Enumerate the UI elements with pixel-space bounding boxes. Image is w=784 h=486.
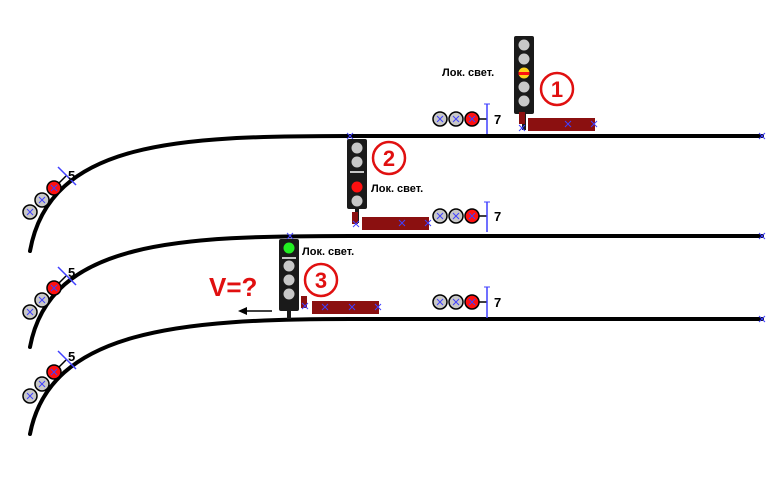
signal-1-lamp-4 <box>518 81 530 93</box>
signal-2-lamp-2 <box>351 156 363 168</box>
signal-1-label: Лок. свет. <box>442 67 494 79</box>
distance-sign-a-value: 7 <box>494 112 501 127</box>
track-middle <box>28 234 764 349</box>
distance-sign-e-value: 5 <box>68 265 75 280</box>
distance-sign-b-value: 7 <box>494 209 501 224</box>
signal-2-callout <box>371 140 407 176</box>
signal-2: Лок. свет. 2 <box>347 139 423 223</box>
signal-1-lamp-1 <box>518 39 530 51</box>
signal-1-callout <box>539 71 575 107</box>
signal-1-lamp-5 <box>518 95 530 107</box>
signal-1-callout-number: 1 <box>551 77 563 102</box>
distance-sign-c: 7 <box>432 286 501 318</box>
signal-1: Лок. свет. 1 <box>442 36 575 130</box>
track-bottom <box>28 317 764 436</box>
distance-sign-d-value: 5 <box>68 168 75 183</box>
signal-2-label: Лок. свет. <box>371 183 423 195</box>
signal-3-callout <box>303 262 339 298</box>
left-arrow-icon <box>238 307 272 315</box>
distance-sign-f: 5 <box>22 349 77 404</box>
distance-sign-c-value: 7 <box>494 295 501 310</box>
signal-3-lamp-2 <box>283 260 295 272</box>
signal-2-callout-number: 2 <box>383 146 395 171</box>
train-1 <box>518 112 598 132</box>
signal-3-label: Лок. свет. <box>302 246 354 258</box>
speed-question-label: V=? <box>209 272 257 302</box>
distance-sign-b: 7 <box>432 201 501 232</box>
signal-3-callout-number: 3 <box>315 268 327 293</box>
distance-sign-d: 5 <box>22 166 77 220</box>
signal-2-lamp-4 <box>351 195 363 207</box>
signal-2-lamp-3 <box>351 181 363 193</box>
signal-3-lamp-1 <box>283 242 295 254</box>
tracks <box>28 134 764 436</box>
train-3 <box>301 296 382 314</box>
distance-sign-e: 5 <box>22 265 77 320</box>
distance-sign-a: 7 <box>432 103 501 134</box>
distance-sign-f-value: 5 <box>68 349 75 364</box>
signal-3-lamp-4 <box>283 288 295 300</box>
train-2 <box>352 212 432 230</box>
signal-3: Лок. свет. 3 <box>279 239 354 319</box>
signal-1-lamp-2 <box>518 53 530 65</box>
signal-3-lamp-3 <box>283 274 295 286</box>
signal-2-lamp-1 <box>351 142 363 154</box>
track-top <box>28 134 764 253</box>
